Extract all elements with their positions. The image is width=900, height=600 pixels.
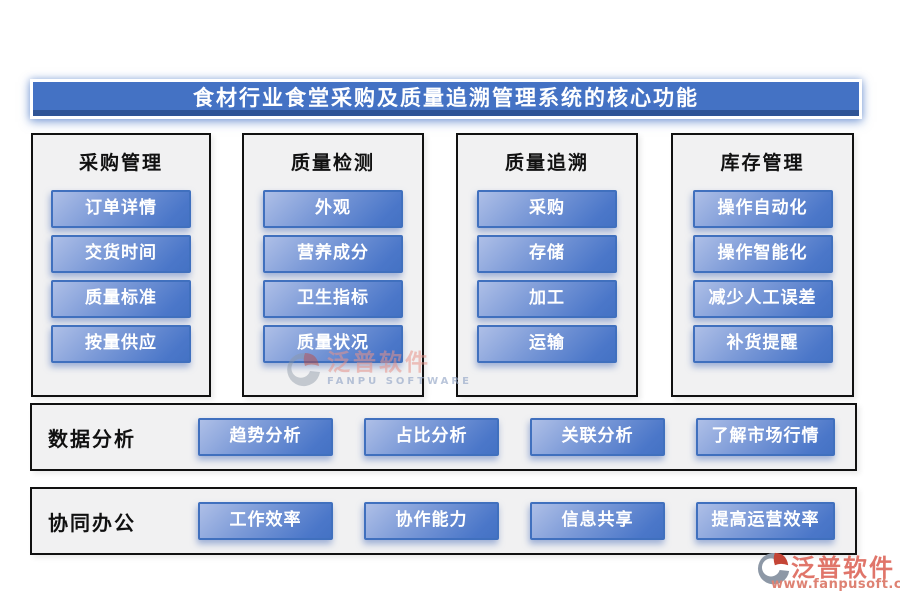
panel-collaborative-office: 协同办公 工作效率 协作能力 信息共享 提高运营效率 [30,487,857,555]
feature-button-intelligence[interactable]: 操作智能化 [692,235,833,273]
panel-header: 质量检测 [290,152,375,174]
feature-button-quality-status[interactable]: 质量状况 [263,325,403,363]
feature-button-supply-by-volume[interactable]: 按量供应 [51,325,191,363]
panel-header: 库存管理 [720,152,805,174]
panel-procurement-management: 采购管理 订单详情 交货时间 质量标准 按量供应 [31,133,211,397]
feature-button-automation[interactable]: 操作自动化 [692,190,833,228]
fanpu-logo-icon [757,552,790,585]
feature-button-restock-alert[interactable]: 补货提醒 [692,325,833,363]
feature-button-delivery-time[interactable]: 交货时间 [51,235,191,273]
feature-button-nutrition[interactable]: 营养成分 [263,235,403,273]
row-label: 协同办公 [48,510,136,535]
feature-button-trend-analysis[interactable]: 趋势分析 [198,418,333,456]
panel-quality-inspection: 质量检测 外观 营养成分 卫生指标 质量状况 [242,133,424,397]
feature-button-work-efficiency[interactable]: 工作效率 [198,502,333,540]
feature-button-correlation-analysis[interactable]: 关联分析 [530,418,665,456]
title-bar: 食材行业食堂采购及质量追溯管理系统的核心功能 [30,79,862,119]
vendor-website-url: www.fanpusoft.com [771,577,900,592]
feature-button-hygiene-index[interactable]: 卫生指标 [263,280,403,318]
feature-button-info-sharing[interactable]: 信息共享 [530,502,665,540]
page-title: 食材行业食堂采购及质量追溯管理系统的核心功能 [193,86,699,110]
title-bar-accent-strip [33,110,859,116]
feature-button-market-insight[interactable]: 了解市场行情 [696,418,835,456]
panel-inventory-management: 库存管理 操作自动化 操作智能化 减少人工误差 补货提醒 [671,133,854,397]
feature-button-purchase[interactable]: 采购 [477,190,617,228]
feature-button-operation-efficiency[interactable]: 提高运营效率 [696,502,835,540]
feature-button-appearance[interactable]: 外观 [263,190,403,228]
feature-button-collaboration[interactable]: 协作能力 [364,502,499,540]
feature-button-order-details[interactable]: 订单详情 [51,190,191,228]
feature-button-storage[interactable]: 存储 [477,235,617,273]
panel-quality-traceability: 质量追溯 采购 存储 加工 运输 [456,133,638,397]
panel-header: 采购管理 [78,152,163,174]
panel-header: 质量追溯 [504,152,589,174]
vendor-brand-name: 泛普软件 [791,554,895,582]
panel-data-analysis: 数据分析 趋势分析 占比分析 关联分析 了解市场行情 [30,403,857,471]
row-label: 数据分析 [48,426,136,451]
vendor-logo: 泛普软件 www.fanpusoft.com [754,548,900,596]
feature-button-ratio-analysis[interactable]: 占比分析 [364,418,499,456]
feature-button-reduce-errors[interactable]: 减少人工误差 [692,280,833,318]
feature-button-quality-standard[interactable]: 质量标准 [51,280,191,318]
feature-button-transport[interactable]: 运输 [477,325,617,363]
feature-button-process[interactable]: 加工 [477,280,617,318]
